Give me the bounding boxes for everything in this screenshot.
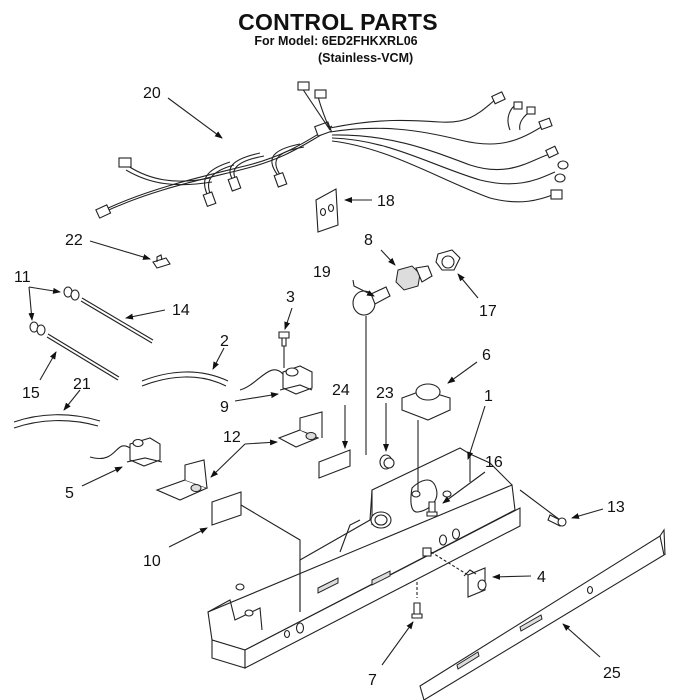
callout-8: 8	[364, 232, 373, 249]
light-bulb[interactable]	[352, 286, 391, 455]
callout-10: 10	[143, 553, 161, 570]
callout-23: 23	[376, 385, 394, 402]
callout-labels: 20 18 22 8 11 19 3 14 17 2 6 15 21 24 23…	[14, 85, 625, 689]
thermostat[interactable]	[239, 365, 313, 395]
callout-25: 25	[603, 665, 621, 682]
callout-22: 22	[65, 232, 83, 249]
tube-21[interactable]	[13, 414, 101, 429]
callout-17: 17	[479, 303, 497, 320]
bracket[interactable]	[155, 459, 209, 501]
callout-11: 11	[14, 269, 31, 286]
model-variant: (Stainless-VCM)	[318, 51, 414, 65]
callout-16: 16	[485, 454, 503, 471]
leader-lines	[28, 97, 604, 666]
callout-21: 21	[73, 376, 91, 393]
damper-control[interactable]	[89, 437, 163, 467]
light-switch[interactable]	[430, 551, 487, 598]
callout-18: 18	[377, 193, 395, 210]
capillary-tube-15[interactable]	[46, 333, 120, 381]
label-sticker-10[interactable]	[211, 491, 242, 526]
screw-13[interactable]	[547, 514, 567, 527]
callout-6: 6	[482, 347, 491, 364]
clip[interactable]	[152, 254, 171, 269]
trim-strip[interactable]	[419, 528, 666, 700]
screw-7[interactable]	[411, 582, 423, 619]
grommet[interactable]	[29, 321, 46, 336]
callout-24: 24	[332, 382, 350, 399]
wire-harness[interactable]	[95, 81, 569, 219]
model-number: For Model: 6ED2FHKXRL06	[254, 34, 418, 48]
grommet[interactable]	[63, 286, 80, 301]
lamp-socket[interactable]	[395, 265, 433, 291]
socket-clip[interactable]	[435, 249, 461, 271]
plug[interactable]	[379, 454, 395, 470]
defrost-timer[interactable]	[401, 383, 451, 492]
callout-12: 12	[223, 429, 241, 446]
callout-2: 2	[220, 333, 229, 350]
callout-19: 19	[313, 264, 331, 281]
label-sticker-24[interactable]	[318, 449, 351, 479]
callout-20: 20	[143, 85, 161, 102]
control-housing[interactable]	[207, 447, 561, 669]
callout-4: 4	[537, 569, 546, 586]
bracket[interactable]	[277, 411, 323, 448]
callout-13: 13	[607, 499, 625, 516]
callout-14: 14	[172, 302, 190, 319]
tube-2[interactable]	[141, 371, 229, 387]
screw-16[interactable]	[426, 501, 438, 517]
callout-9: 9	[220, 399, 229, 416]
screw-3[interactable]	[278, 331, 290, 368]
callout-1: 1	[484, 388, 493, 405]
capillary-tube-14[interactable]	[80, 297, 154, 344]
callout-3: 3	[286, 289, 295, 306]
callout-7: 7	[368, 672, 377, 689]
callout-15: 15	[22, 385, 40, 402]
mounting-plate[interactable]	[315, 188, 339, 233]
diagram-title: CONTROL PARTS	[238, 9, 438, 35]
callout-5: 5	[65, 485, 74, 502]
